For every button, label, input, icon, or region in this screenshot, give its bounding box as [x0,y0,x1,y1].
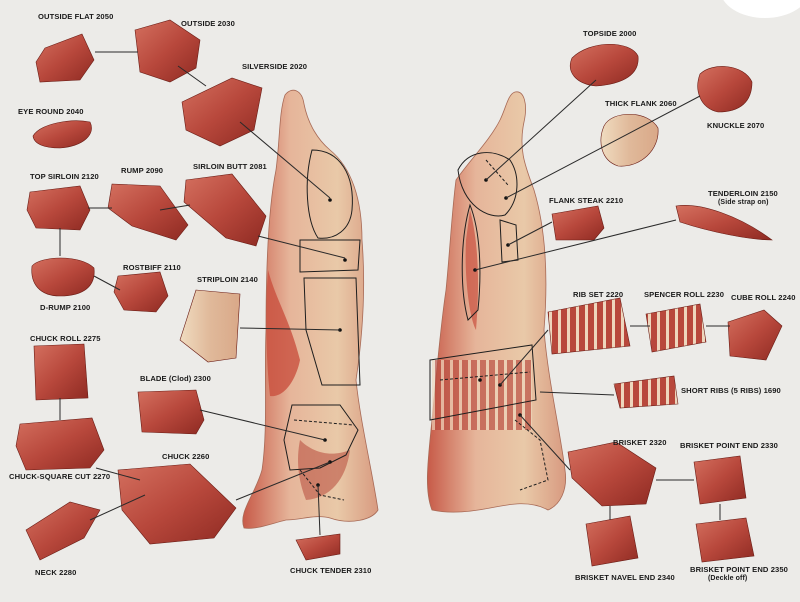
label-top-sirloin: TOP SIRLOIN 2120 [30,172,99,181]
blade-piece [137,389,205,435]
label-flank-steak: FLANK STEAK 2210 [549,196,624,205]
label-tenderloin-note: (Side strap on) [718,199,769,206]
label-outside: OUTSIDE 2030 [181,19,235,28]
label-chuck: CHUCK 2260 [162,452,210,461]
short-ribs-piece [613,375,679,409]
label-outside-flat: OUTSIDE FLAT 2050 [38,12,114,21]
label-neck: NECK 2280 [35,568,77,577]
leader-lines [59,51,730,536]
striploin-piece [179,289,241,363]
chuck-piece [117,463,237,545]
label-rib-set: RIB SET 2220 [573,290,624,299]
label-tenderloin: TENDERLOIN 2150 [708,189,778,198]
label-rostbiff: ROSTBIFF 2110 [123,263,181,272]
label-d-rump: D-RUMP 2100 [40,303,91,312]
right-carcass [426,91,567,513]
topside-piece [570,43,639,87]
outside-piece [134,19,201,83]
label-chuck-tender: CHUCK TENDER 2310 [290,566,372,575]
label-brisket-point-end: BRISKET POINT END 2330 [680,441,778,450]
rump-piece [107,183,189,241]
knuckle-piece [697,66,753,113]
label-cube-roll: CUBE ROLL 2240 [731,293,796,302]
label-blade: BLADE (Clod) 2300 [140,374,211,383]
d-rump-piece [31,257,95,297]
label-spencer-roll: SPENCER ROLL 2230 [644,290,725,299]
chuck-tender-piece [295,533,341,561]
label-rump: RUMP 2090 [121,166,164,175]
left-carcass [242,89,379,529]
label-silverside: SILVERSIDE 2020 [242,62,308,71]
neck-piece [25,501,101,561]
brisket-piece [567,441,657,507]
outside-flat-piece [35,33,95,83]
chuck-roll-piece [33,343,89,401]
label-topside: TOPSIDE 2000 [583,29,637,38]
rib-set-piece [547,297,631,355]
label-thick-flank: THICK FLANK 2060 [605,99,677,108]
flank-steak-piece [551,205,605,241]
label-brisket-navel-end: BRISKET NAVEL END 2340 [575,573,675,582]
tenderloin-piece [675,205,773,241]
label-striploin: STRIPLOIN 2140 [197,275,258,284]
label-chuck-roll: CHUCK ROLL 2275 [30,334,101,343]
label-brisket: BRISKET 2320 [613,438,667,447]
brisket-point-end-piece [693,455,747,505]
cube-roll-piece [727,309,783,361]
label-deckle-note: (Deckle off) [708,575,748,582]
cut-pieces-right [547,43,783,567]
label-eye-round: EYE ROUND 2040 [18,107,84,116]
brisket-point-end-2350-piece [695,517,755,563]
label-chuck-square-cut: CHUCK-SQUARE CUT 2270 [9,472,111,481]
brisket-navel-end-piece [585,515,639,567]
label-brisket-point-end-2350: BRISKET POINT END 2350 [690,565,788,574]
silverside-piece [181,77,263,147]
label-short-ribs: SHORT RIBS (5 RIBS) 1690 [681,386,781,395]
rostbiff-piece [113,271,169,313]
cut-pieces-left [15,19,341,561]
label-sirloin-butt: SIRLOIN BUTT 2081 [193,162,267,171]
eye-round-piece [32,120,92,149]
label-knuckle: KNUCKLE 2070 [707,121,765,130]
top-sirloin-piece [26,185,91,231]
thick-flank-piece [600,114,659,167]
chuck-square-cut-piece [15,417,105,471]
sirloin-butt-piece [183,173,267,247]
spencer-roll-piece [645,303,707,353]
corner-decoration [720,0,800,18]
